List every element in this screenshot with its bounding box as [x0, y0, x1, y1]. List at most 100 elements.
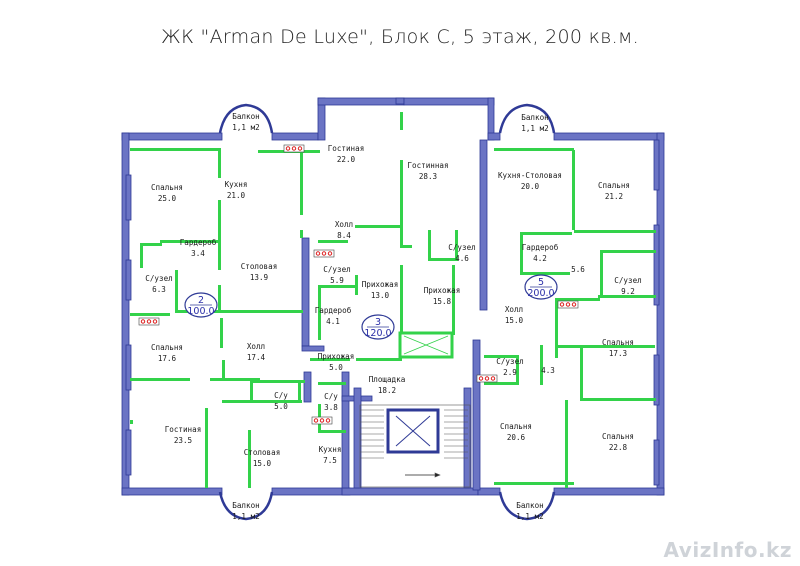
room-area: 23.5 [174, 436, 192, 445]
watermark: AvizInfo.kz [663, 538, 792, 562]
room-name: Площадка [369, 375, 406, 384]
room-area: 5.0 [274, 402, 288, 411]
room-name: Балкон [232, 501, 259, 510]
room-area: 13.0 [371, 291, 390, 300]
room-label: Балкон 1,1 м2 [516, 501, 543, 521]
room-area: 1,1 м2 [232, 123, 259, 132]
room-name: Балкон [232, 112, 259, 121]
room-area: 1,1 м2 [516, 512, 543, 521]
room-label: Площадка 18.2 [369, 375, 406, 395]
room-name: С/у [324, 392, 338, 401]
room-name: Гардероб [522, 243, 559, 252]
room-name: Холл [505, 305, 523, 314]
room-area: 6.3 [152, 285, 166, 294]
room-area: 15.8 [433, 297, 452, 306]
room-name: Балкон [516, 501, 543, 510]
room-name: Гардероб [315, 306, 352, 315]
room-name: С/узел [323, 265, 350, 274]
room-labels: Балкон 1,1 м2 Спальня 25.0 Кухня 21.0Гардероб… [145, 112, 641, 521]
room-label: Балкон 1,1 м2 [521, 113, 548, 133]
room-area: 1,1 м2 [521, 124, 548, 133]
room-label: Гостиная 23.5 [165, 425, 202, 445]
room-label: Спальня 22.8 [602, 432, 634, 452]
room-name: Холл [247, 342, 265, 351]
room-area: 15.0 [253, 459, 272, 468]
room-label: С/у 3.8 [324, 392, 338, 412]
room-name: Прихожая [424, 286, 461, 295]
apartment-area: 120.0 [364, 328, 391, 339]
room-label: Балкон 1,1 м2 [232, 501, 259, 521]
room-name: С/узел [448, 243, 475, 252]
apartment-number: 5 [538, 277, 544, 288]
room-name: Балкон [521, 113, 548, 122]
room-area: 5.6 [571, 265, 585, 274]
room-label: С/у 5.0 [274, 391, 288, 411]
apartment-area: 100.0 [187, 306, 214, 317]
room-area: 20.0 [521, 182, 540, 191]
room-label: Кухня-Столовая 20.0 [498, 171, 562, 191]
room-area: 21.0 [227, 191, 246, 200]
room-name: Спальня [151, 343, 183, 352]
room-name: Спальня [598, 181, 630, 190]
room-name: Кухня [225, 180, 248, 189]
room-label: С/узел 2.9 [496, 357, 523, 377]
room-name: Столовая [241, 262, 278, 271]
room-area: 7.5 [323, 456, 337, 465]
room-label: Гардероб 4.1 [315, 306, 352, 326]
room-area: 22.8 [609, 443, 628, 452]
room-label: 5.6 [571, 265, 585, 274]
partition-walls [130, 112, 656, 488]
room-area: 3.4 [191, 249, 205, 258]
balcony-bottom-right [498, 491, 556, 521]
room-name: Прихожая [362, 280, 399, 289]
room-area: 20.6 [507, 433, 526, 442]
room-area: 3.8 [324, 403, 338, 412]
room-name: Гардероб [180, 238, 217, 247]
room-label: Балкон 1,1 м2 [232, 112, 259, 132]
room-area: 17.6 [158, 354, 177, 363]
room-name: С/узел [145, 274, 172, 283]
room-label: С/узел 6.3 [145, 274, 172, 294]
room-area: 21.2 [605, 192, 623, 201]
room-name: Гостиная [165, 425, 202, 434]
apartment-area: 200.0 [527, 288, 554, 299]
room-area: 25.0 [158, 194, 177, 203]
stairwell [359, 404, 471, 488]
room-label: Холл 15.0 [505, 305, 524, 325]
room-area: 2.9 [503, 368, 517, 377]
room-area: 4.1 [326, 317, 340, 326]
room-area: 15.0 [505, 316, 524, 325]
room-name: Столовая [244, 448, 281, 457]
room-name: Кухня-Столовая [498, 171, 562, 180]
room-name: С/у [274, 391, 288, 400]
room-area: 18.2 [378, 386, 396, 395]
room-label: 4.3 [541, 366, 555, 375]
room-name: Спальня [151, 183, 183, 192]
room-name: Гостинная [407, 161, 448, 170]
balcony-bottom-left [218, 491, 274, 521]
room-area: 13.9 [250, 273, 269, 282]
room-label: Прихожая 13.0 [362, 280, 399, 300]
room-label: Спальня 21.2 [598, 181, 630, 201]
room-name: Спальня [602, 338, 634, 347]
balcony-top-right [498, 103, 556, 134]
shaft [398, 331, 454, 359]
room-name: Спальня [602, 432, 634, 441]
apartment-number: 3 [375, 317, 381, 328]
room-label: Столовая 15.0 [244, 448, 281, 468]
room-label: Гардероб 3.4 [180, 238, 217, 258]
room-name: Спальня [500, 422, 532, 431]
room-name: С/узел [496, 357, 523, 366]
room-name: Гостиная [328, 144, 365, 153]
room-name: С/узел [614, 276, 641, 285]
room-area: 1,1 м2 [232, 512, 259, 521]
